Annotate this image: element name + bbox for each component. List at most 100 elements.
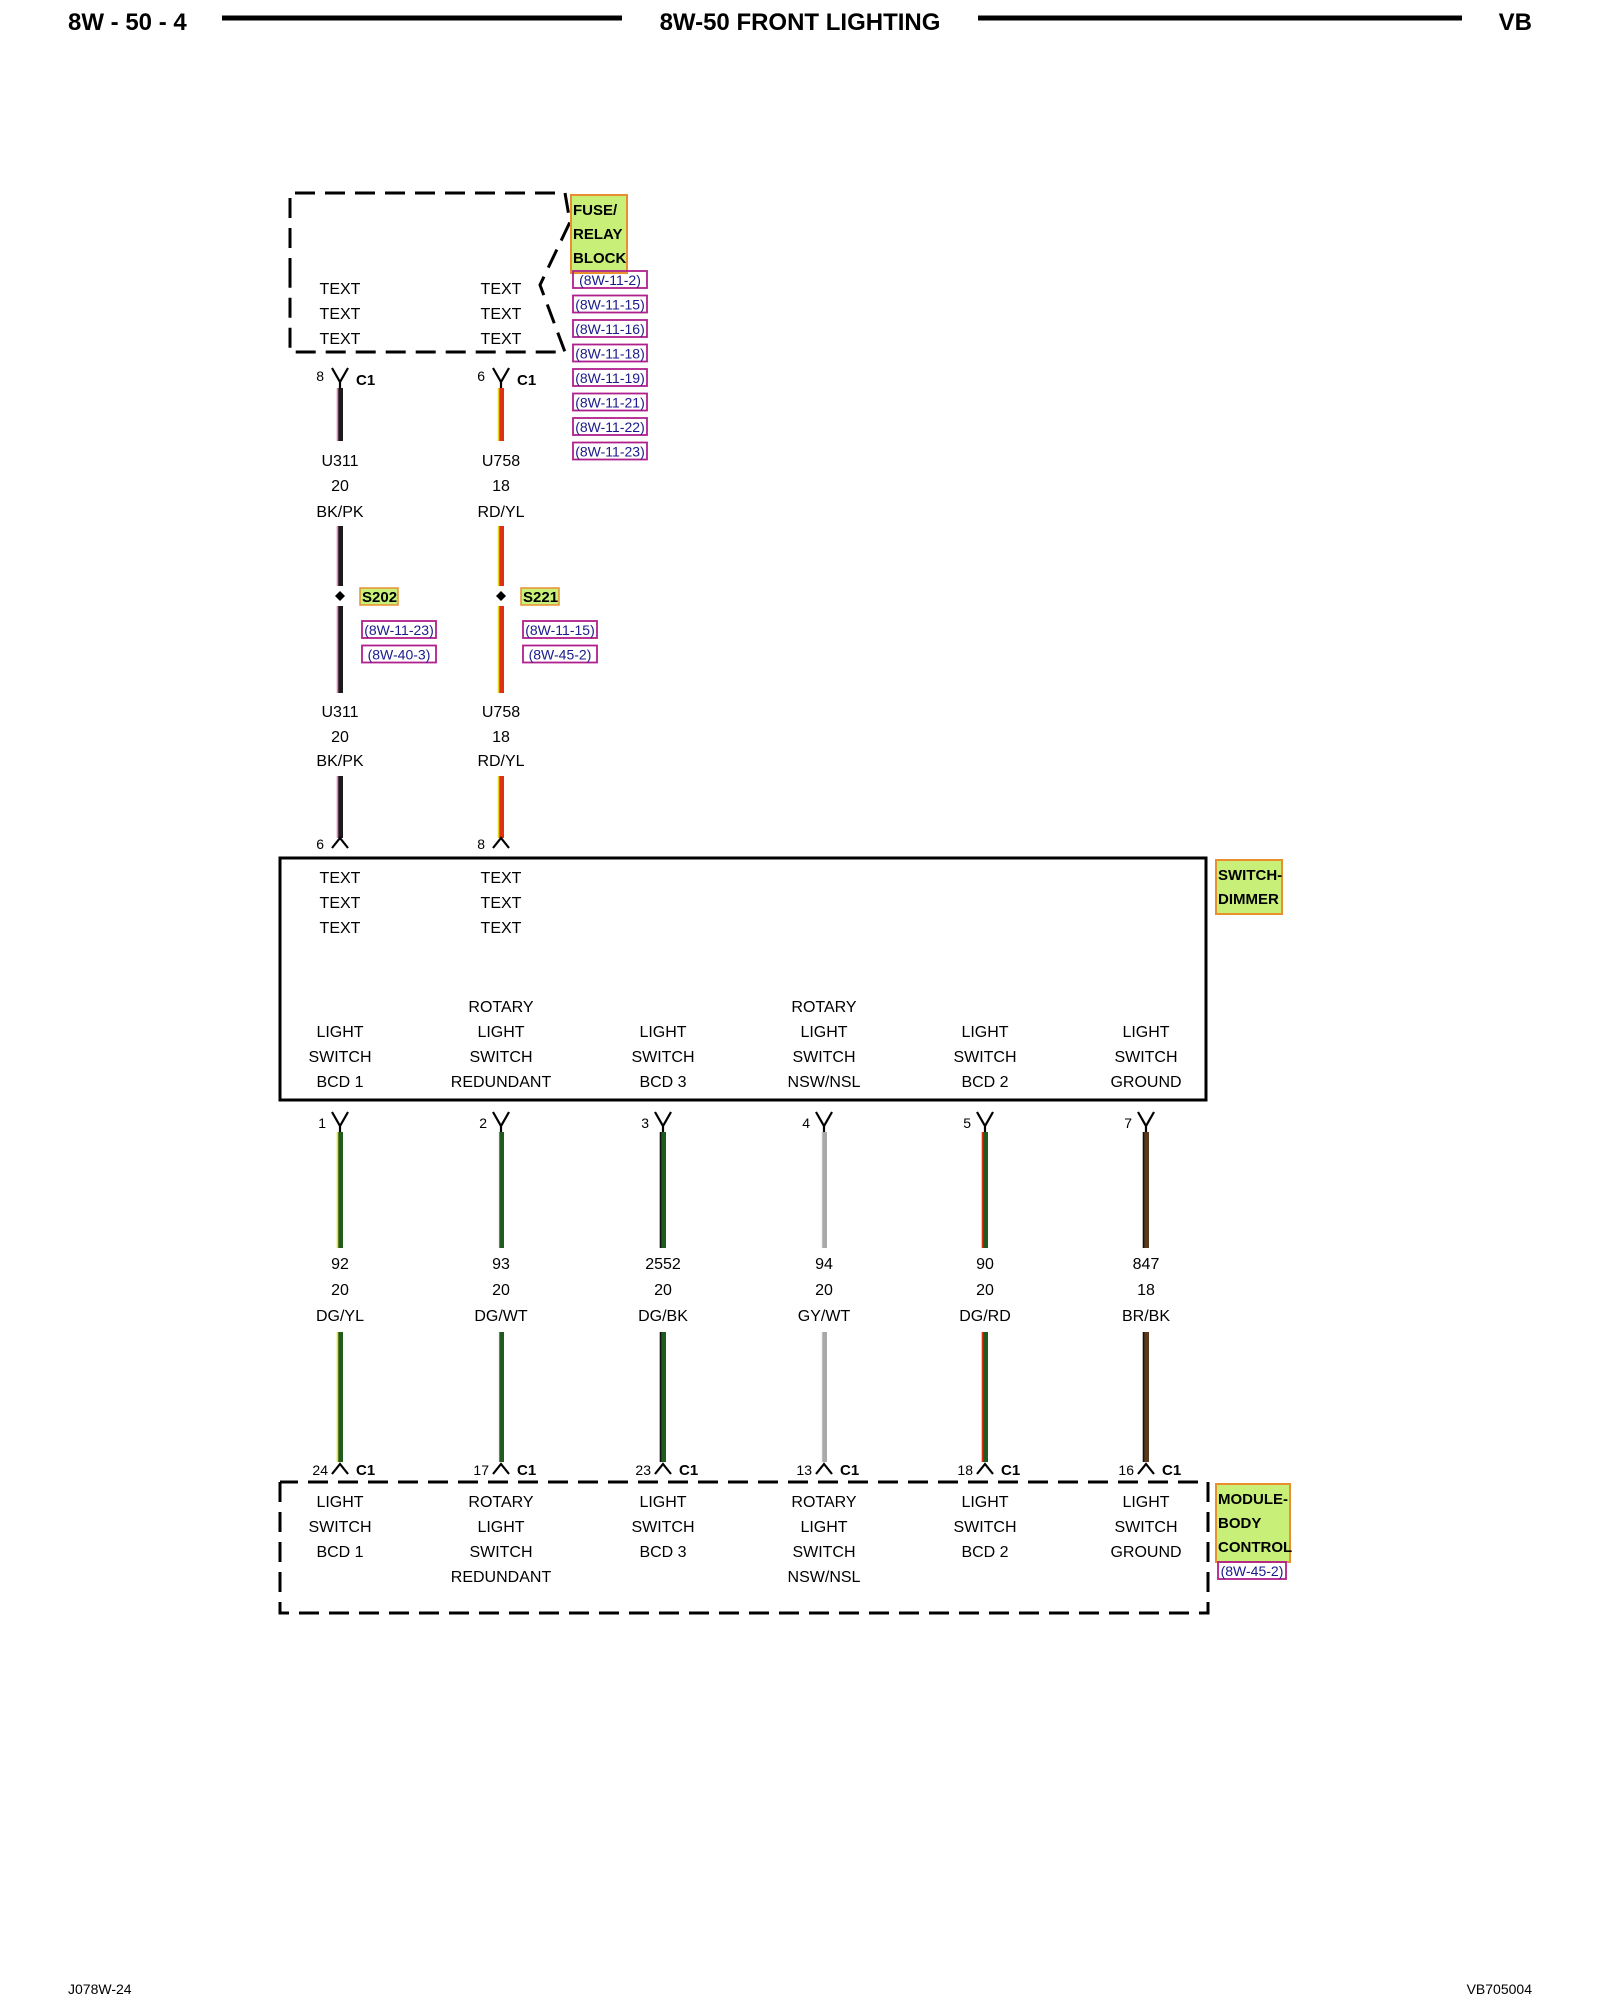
wire-gauge: 20 [331, 729, 349, 746]
wire-segment [659, 1332, 666, 1462]
splice-dot [496, 591, 506, 601]
wire-color-code: DG/BK [638, 1308, 688, 1325]
splice-id: S202 [362, 589, 397, 606]
fuse-ref: (8W-11-15) [575, 297, 645, 313]
module-ref-box [1217, 1561, 1287, 1580]
switch-text: TEXT [320, 920, 361, 937]
module-pin-label: REDUNDANT [451, 1569, 552, 1586]
wire-segment [981, 1332, 988, 1462]
connector-female-icon [331, 367, 349, 388]
wire-color-code: BK/PK [316, 753, 363, 770]
switch-dimmer-name-box [1215, 859, 1283, 915]
module-pin-label: LIGHT [316, 1494, 363, 1511]
switch-pin-label: SWITCH [469, 1049, 532, 1066]
footer-right: VB705004 [1467, 1981, 1533, 1997]
module-pin-label: BCD 2 [961, 1544, 1008, 1561]
fuse-ref: (8W-11-22) [575, 419, 645, 435]
fuse-ref: (8W-11-16) [575, 321, 645, 337]
pin-number: 6 [316, 836, 324, 852]
fuse-ref-box [572, 294, 648, 314]
fuse-relay-block-refs: (8W-11-2)(8W-11-15)(8W-11-16)(8W-11-18)(… [572, 270, 648, 461]
connector-id: C1 [356, 372, 375, 389]
switch-pin-label: LIGHT [639, 1024, 686, 1041]
fuse-text: TEXT [481, 331, 522, 348]
connector-male-icon [492, 836, 510, 849]
switch-dimmer-name-line: DIMMER [1218, 891, 1279, 908]
switch-pin-label: LIGHT [800, 1024, 847, 1041]
pin-number: 8 [477, 836, 485, 852]
switch-pin-label: BCD 2 [961, 1074, 1008, 1091]
switch-pin-label: GROUND [1110, 1074, 1181, 1091]
wire-color-code: BR/BK [1122, 1308, 1170, 1325]
connector-id: C1 [840, 1462, 859, 1479]
splice-ref-box [361, 644, 437, 664]
switch-text: TEXT [320, 870, 361, 887]
module-body-control-name-line: BODY [1218, 1515, 1261, 1532]
wire-segment [336, 388, 343, 441]
pin-number: 7 [1124, 1115, 1132, 1131]
connector-female-icon [492, 1111, 510, 1132]
module-body-control-outline [278, 1480, 1210, 1615]
wire-segment [497, 1332, 504, 1462]
wire-segment [497, 606, 504, 693]
fuse-ref-box [572, 368, 648, 387]
connector-male-icon [331, 836, 349, 849]
module-pin-label: GROUND [1110, 1544, 1181, 1561]
wire-color-code: RD/YL [477, 753, 524, 770]
circuit-number: 2552 [645, 1256, 681, 1273]
fuse-relay-block-name-line: RELAY [573, 226, 622, 243]
splice-id-box [359, 587, 399, 606]
connector-female-icon [654, 1111, 672, 1132]
wire-segment [336, 776, 343, 838]
wire-color-code: DG/YL [316, 1308, 364, 1325]
fuse-ref: (8W-11-2) [579, 272, 641, 288]
circuit-number: U311 [321, 704, 358, 721]
wire-segment [1142, 1332, 1149, 1462]
splice-ref-box [522, 644, 598, 664]
switch-pin-label: SWITCH [953, 1049, 1016, 1066]
circuit-number: 93 [492, 1256, 510, 1273]
connector-female-icon [976, 1111, 994, 1132]
connector-male-icon [331, 1462, 349, 1475]
pin-number: 1 [318, 1115, 326, 1131]
wire-gauge: 20 [492, 1282, 510, 1299]
fuse-ref-box [572, 319, 648, 338]
pin-number: 13 [796, 1462, 812, 1478]
fuse-ref: (8W-11-23) [575, 444, 645, 460]
connector-id: C1 [1001, 1462, 1020, 1479]
connector-id: C1 [517, 372, 536, 389]
switch-text: TEXT [320, 895, 361, 912]
wire-segment [336, 1332, 343, 1462]
switch-pin-label: ROTARY [468, 999, 534, 1016]
wire-segment [497, 388, 504, 441]
module-pin-label: SWITCH [308, 1519, 371, 1536]
splice-ref-box [522, 620, 598, 639]
fuse-text: TEXT [320, 306, 361, 323]
connector-id: C1 [1162, 1462, 1181, 1479]
wire-segment [497, 776, 504, 838]
fuse-relay-block-name-line: BLOCK [573, 250, 626, 267]
pin-number: 6 [477, 368, 485, 384]
splice-ref: (8W-40-3) [368, 647, 431, 663]
connector-id: C1 [356, 1462, 375, 1479]
wire-color-code: DG/RD [959, 1308, 1011, 1325]
switch-pin-label: BCD 1 [316, 1074, 363, 1091]
splice: S221(8W-11-15)(8W-45-2) [520, 587, 598, 664]
module-pin-label: SWITCH [1114, 1519, 1177, 1536]
module-pin-label: BCD 3 [639, 1544, 686, 1561]
module-pin-label: BCD 1 [316, 1544, 363, 1561]
circuit-number: U311 [321, 453, 358, 470]
wire-color-code: RD/YL [477, 504, 524, 521]
module-pin-label: LIGHT [1122, 1494, 1169, 1511]
